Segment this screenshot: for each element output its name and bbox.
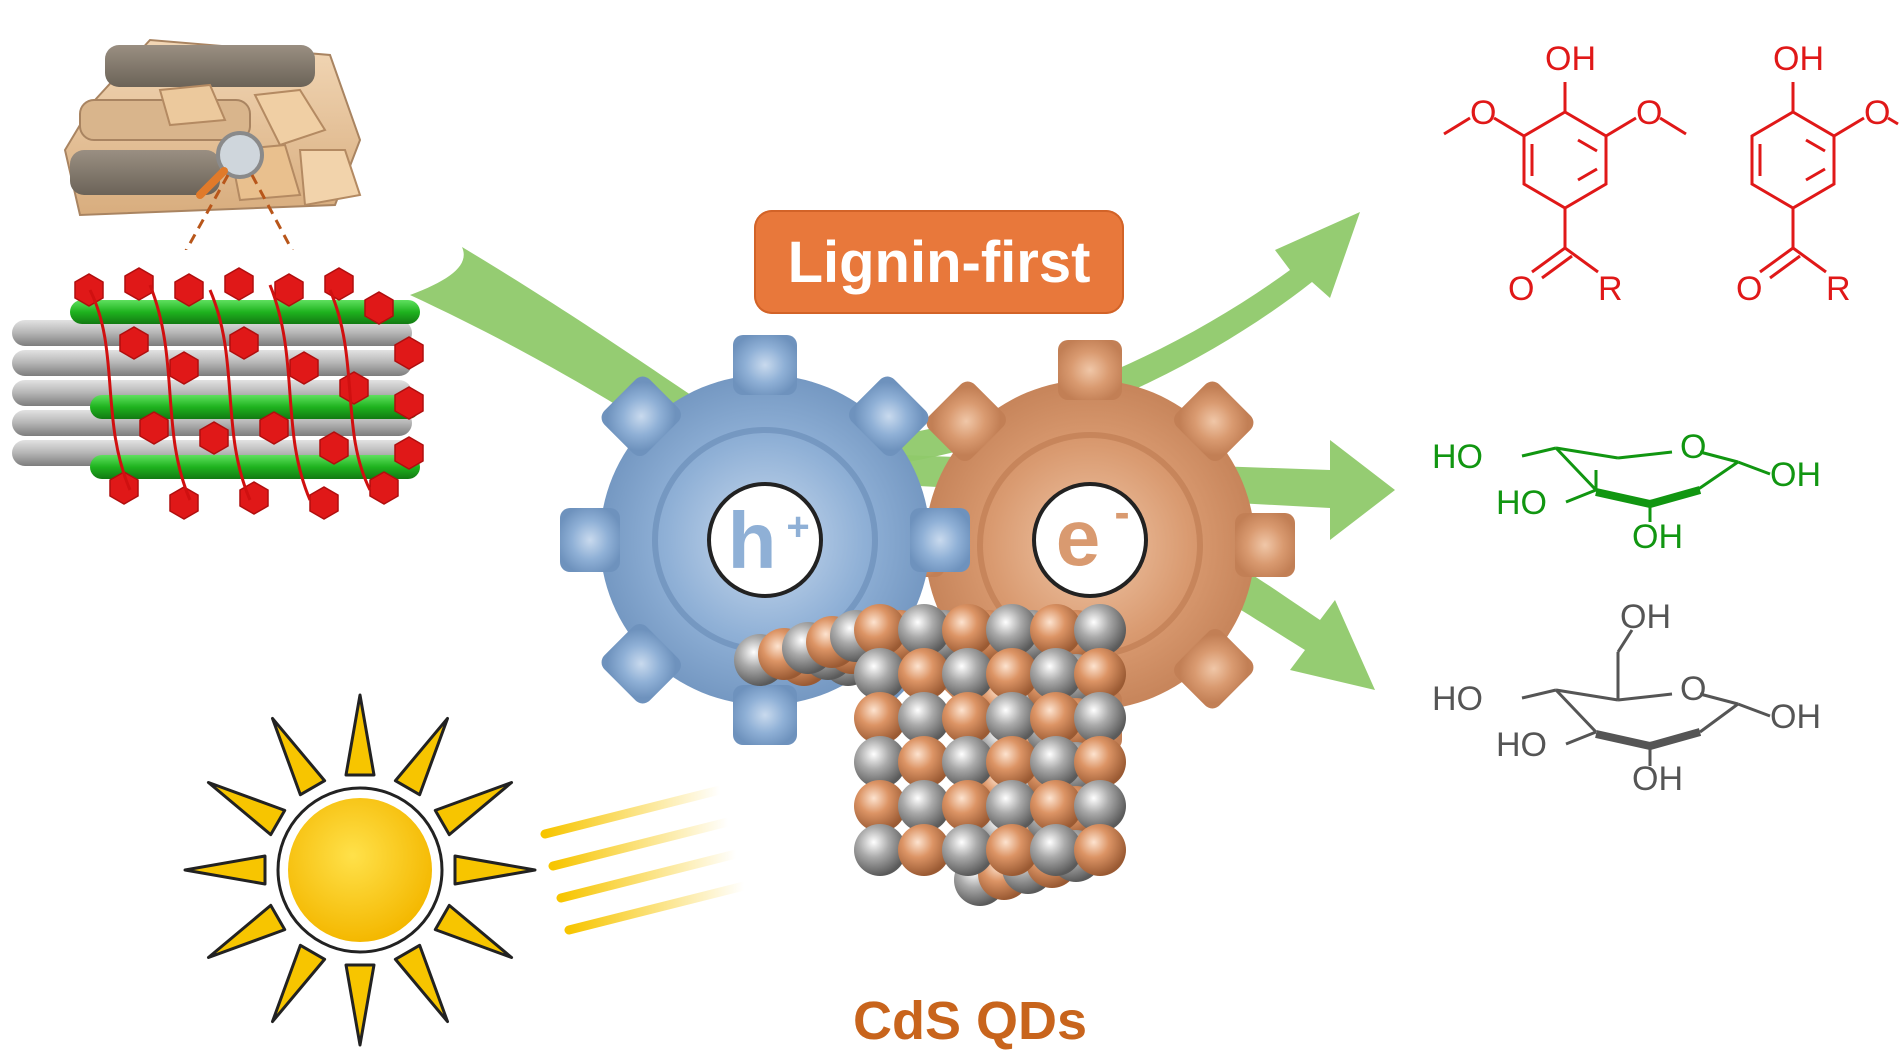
syringyl-o-right: O	[1636, 94, 1662, 132]
sulfur-atom	[986, 692, 1038, 744]
cadmium-atom	[986, 736, 1038, 788]
cadmium-atom	[898, 648, 950, 700]
cadmium-atom	[898, 736, 950, 788]
electron-badge	[1032, 482, 1148, 598]
syringyl-r: R	[1598, 270, 1623, 308]
sulfur-atom	[1074, 604, 1126, 656]
sulfur-atom	[942, 736, 994, 788]
electron-label: e	[1056, 493, 1101, 582]
sulfur-atom	[1074, 780, 1126, 832]
cadmium-atom	[1074, 736, 1126, 788]
sulfur-atom	[1030, 736, 1082, 788]
cadmium-atom	[1074, 648, 1126, 700]
syringyl-oh: OH	[1545, 40, 1596, 78]
lignocellulose-structure	[0, 250, 430, 580]
cadmium-atom	[942, 692, 994, 744]
cadmium-atom	[1030, 604, 1082, 656]
xylose-oh-2: OH	[1770, 456, 1821, 494]
firewood-pile	[63, 38, 362, 266]
cadmium-atom	[854, 604, 906, 656]
sulfur-atom	[854, 824, 906, 876]
cadmium-atom	[1074, 824, 1126, 876]
electron-charge: -	[1114, 486, 1129, 538]
glucose-oh-top: OH	[1620, 598, 1671, 636]
cadmium-atom	[898, 824, 950, 876]
guaiacyl-o: O	[1864, 94, 1890, 132]
hole-charge: +	[786, 505, 809, 549]
sulfur-atom	[942, 824, 994, 876]
sulfur-atom	[986, 780, 1038, 832]
sulfur-atom	[1030, 648, 1082, 700]
sulfur-atom	[854, 736, 906, 788]
guaiacyl-oh: OH	[1773, 40, 1824, 78]
guaiacyl-carbonyl-o: O	[1736, 270, 1762, 308]
cadmium-atom	[1030, 692, 1082, 744]
guaiacyl-r: R	[1826, 270, 1851, 308]
glucose-oh-1: OH	[1632, 760, 1683, 798]
sulfur-atom	[898, 692, 950, 744]
cadmium-atom	[942, 780, 994, 832]
sulfur-atom	[898, 780, 950, 832]
sulfur-atom	[942, 648, 994, 700]
cadmium-atom	[986, 648, 1038, 700]
xylose-ring-o: O	[1680, 428, 1706, 466]
cadmium-atom	[986, 824, 1038, 876]
sulfur-atom	[854, 648, 906, 700]
light-rays	[540, 785, 749, 935]
syringyl-monomer	[1443, 82, 1687, 280]
hole-badge	[707, 482, 823, 598]
xylose-ho-1: HO	[1432, 438, 1483, 476]
cadmium-atom	[942, 604, 994, 656]
xylose-structure	[1521, 446, 1771, 522]
sun-icon	[183, 693, 537, 1047]
cds-qds-label: CdS QDs	[852, 991, 1088, 1051]
xylose-oh-1: OH	[1632, 518, 1683, 556]
syringyl-carbonyl-o: O	[1508, 270, 1534, 308]
guaiacyl-monomer	[1750, 82, 1899, 280]
cadmium-atom	[854, 692, 906, 744]
xylose-ho-2: HO	[1496, 484, 1547, 522]
sulfur-atom	[1074, 692, 1126, 744]
syringyl-o-left: O	[1470, 94, 1496, 132]
glucose-ring-o: O	[1680, 670, 1706, 708]
cds-quantum-dot-cube	[734, 604, 1126, 906]
glucose-oh-2: OH	[1770, 698, 1821, 736]
sulfur-atom	[1030, 824, 1082, 876]
cadmium-atom	[1030, 780, 1082, 832]
glucose-structure	[1521, 629, 1771, 766]
hole-label: h	[728, 496, 777, 585]
sulfur-atom	[898, 604, 950, 656]
sulfur-atom	[986, 604, 1038, 656]
glucose-ho-1: HO	[1432, 680, 1483, 718]
cadmium-atom	[854, 780, 906, 832]
lignin-first-label: Lignin-first	[754, 210, 1124, 314]
glucose-ho-2: HO	[1496, 726, 1547, 764]
